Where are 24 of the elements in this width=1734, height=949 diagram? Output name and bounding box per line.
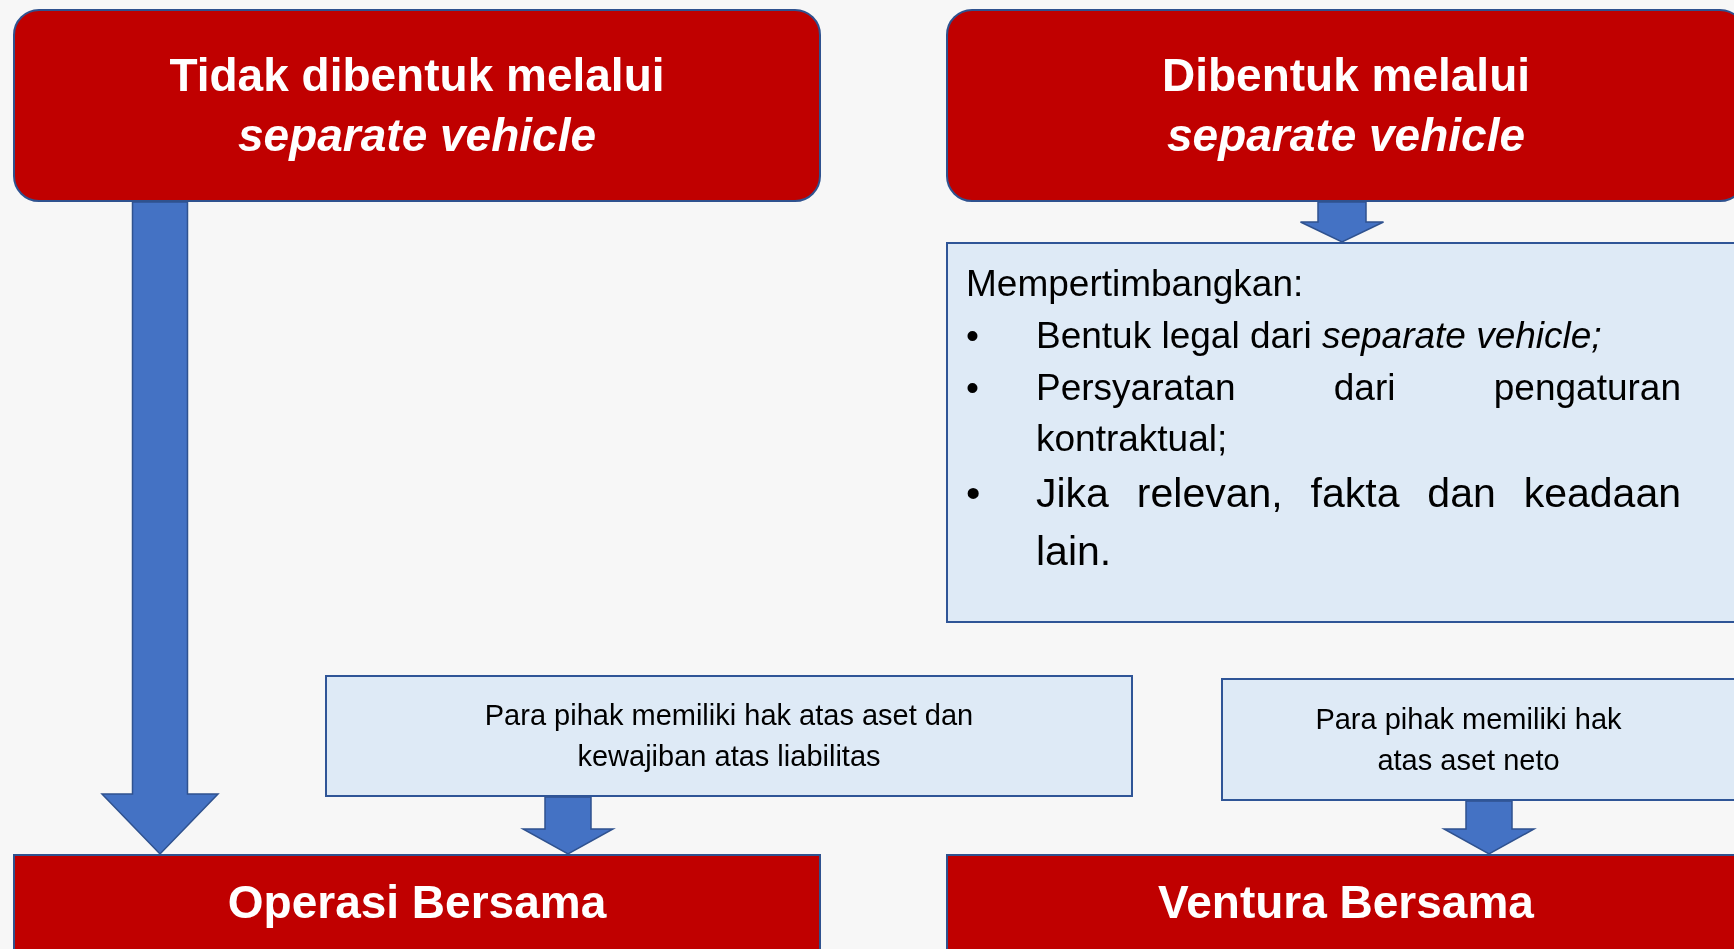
block-arrow — [1441, 800, 1537, 855]
heading-text: Dibentuk melalui separate vehicle — [1161, 47, 1531, 163]
bullet-item: Bentuk legal dari separate vehicle; — [1036, 313, 1603, 358]
title-box — [946, 9, 1734, 202]
result-box — [13, 854, 821, 949]
block-arrow — [100, 201, 220, 856]
condition-box — [325, 675, 1133, 797]
criteria-box — [946, 242, 1734, 623]
heading-text: Ventura Bersama — [1158, 875, 1534, 929]
result-box — [946, 854, 1734, 949]
heading-text: Tidak dibentuk melalui separate vehicle — [169, 47, 665, 163]
bullet-marker: • — [966, 365, 980, 410]
bullet-item: Persyaratan dari pengaturan kontraktual; — [1036, 365, 1681, 462]
heading-text: Operasi Bersama — [227, 875, 607, 929]
block-arrow — [520, 796, 616, 855]
box-text: Para pihak memiliki hak atas aset dan kewajiban atas liabilitas — [483, 698, 975, 774]
list-heading: Mempertimbangkan: — [966, 262, 1305, 306]
bullet-marker: • — [966, 313, 980, 358]
bullet-item: Jika relevan, fakta dan keadaan lain. — [1036, 469, 1681, 576]
box-text: Para pihak memiliki hak atas aset neto — [1314, 701, 1623, 778]
condition-box — [1221, 678, 1734, 801]
block-arrow — [1299, 201, 1385, 243]
title-box — [13, 9, 821, 202]
bullet-marker: • — [966, 469, 982, 519]
